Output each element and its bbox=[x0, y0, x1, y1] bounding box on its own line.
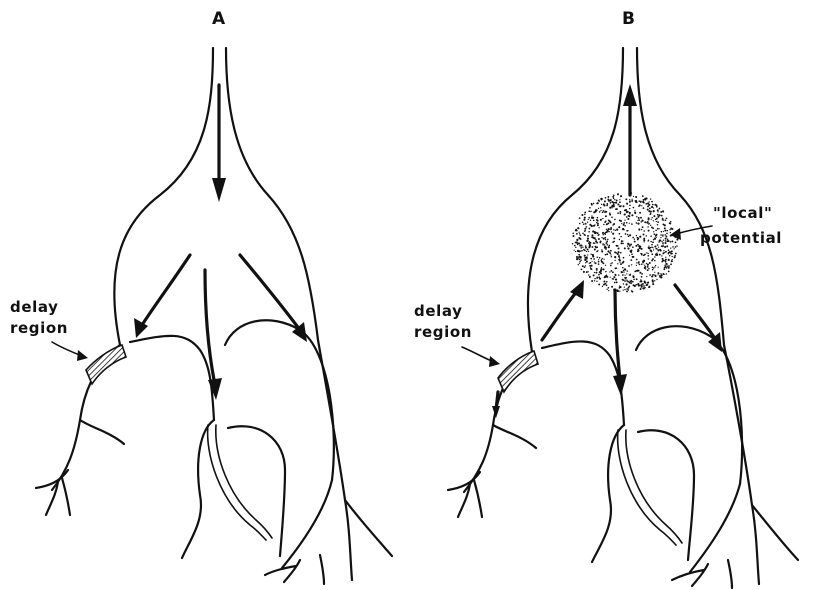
panel-b-delay-label-line2: region bbox=[414, 323, 472, 341]
panel-a-delay-label-line2: region bbox=[10, 319, 68, 337]
panel-a-delay-pointer bbox=[52, 342, 82, 356]
panel-b-delay-region bbox=[498, 351, 538, 392]
panel-a: A bbox=[10, 9, 392, 584]
panel-b-potential-label-line1: "local" bbox=[713, 204, 772, 222]
panel-a-letter: A bbox=[212, 9, 226, 29]
panel-b-delay-label-line1: delay bbox=[414, 302, 463, 320]
panel-b: B bbox=[414, 9, 798, 588]
panel-b-neuron-outline bbox=[448, 48, 798, 588]
panel-a-delay-label-line1: delay bbox=[10, 298, 59, 316]
panel-a-neuron-outline bbox=[36, 48, 392, 584]
panel-b-letter: B bbox=[622, 9, 635, 29]
panel-a-delay-region bbox=[86, 345, 126, 384]
panel-b-delay-pointer bbox=[462, 347, 494, 362]
panel-b-local-potential-cloud bbox=[572, 192, 679, 292]
panel-a-arrows bbox=[134, 85, 307, 400]
panel-b-potential-label-line2: potential bbox=[700, 229, 782, 247]
